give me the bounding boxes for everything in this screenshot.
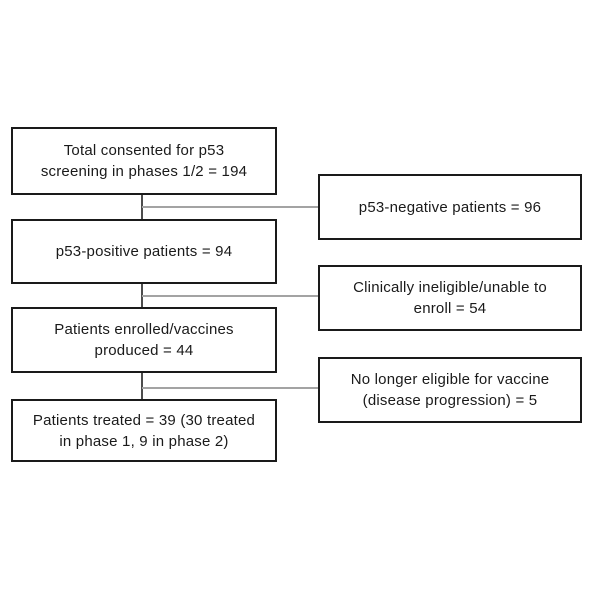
connector-horizontal-to-clinically-ineligible: [142, 295, 318, 297]
flow-box-enrolled-vaccines: Patients enrolled/vaccines produced = 44: [11, 307, 277, 373]
flow-box-total-consented-text: Total consented for p53 screening in pha…: [40, 142, 248, 180]
flow-box-p53-positive-text: p53-positive patients = 94: [55, 243, 233, 260]
connector-horizontal-to-p53-negative: [142, 206, 318, 208]
exclusion-box-no-longer-eligible: No longer eligible for vaccine (disease …: [318, 357, 582, 423]
exclusion-box-clinically-ineligible-text: Clinically ineligible/unable to enroll =…: [353, 279, 547, 317]
flow-box-enrolled-vaccines-text: Patients enrolled/vaccines produced = 44: [54, 321, 234, 359]
exclusion-box-p53-negative: p53-negative patients = 96: [318, 174, 582, 240]
connector-vertical-enrolled-to-treated: [141, 373, 143, 399]
flow-box-patients-treated-text: Patients treated = 39 (30 treated in pha…: [32, 411, 256, 450]
connector-horizontal-to-no-longer-eligible: [142, 387, 318, 389]
exclusion-box-no-longer-eligible-text: No longer eligible for vaccine (disease …: [350, 371, 550, 409]
flow-box-p53-positive: p53-positive patients = 94: [11, 219, 277, 284]
flow-box-total-consented: Total consented for p53 screening in pha…: [11, 127, 277, 195]
exclusion-box-clinically-ineligible: Clinically ineligible/unable to enroll =…: [318, 265, 582, 331]
exclusion-box-p53-negative-text: p53-negative patients = 96: [358, 198, 542, 216]
flow-box-patients-treated: Patients treated = 39 (30 treated in pha…: [11, 399, 277, 462]
